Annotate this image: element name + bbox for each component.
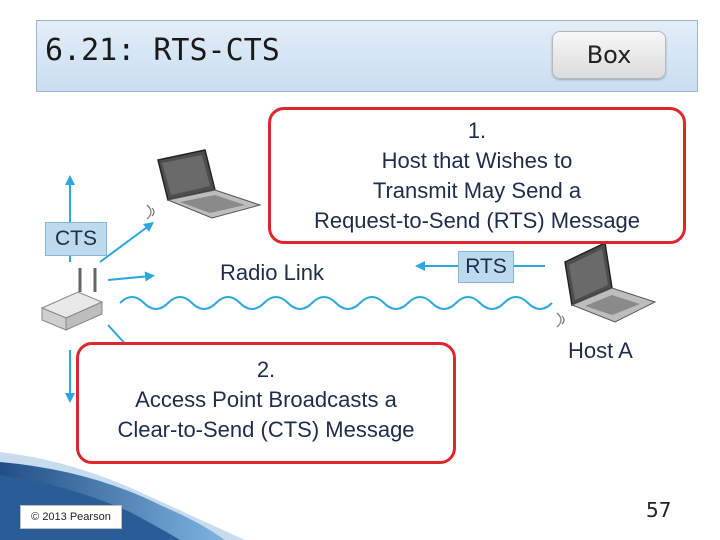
callout-rts-line: 1. [467, 118, 487, 143]
rts-tag: RTS [458, 251, 514, 283]
callout-cts-line: 2. [256, 357, 276, 382]
box-button[interactable]: Box [552, 31, 666, 79]
radio-wave [119, 296, 553, 310]
callout-rts-line: Host that Wishes to [381, 148, 573, 173]
page-title: 6.21: RTS-CTS [45, 33, 280, 68]
callout-cts: 2. Access Point Broadcasts a Clear-to-Se… [76, 342, 456, 464]
arrow-to-laptop [99, 222, 155, 263]
title-bar: 6.21: RTS-CTS Box [36, 20, 698, 92]
callout-rts-line: Request-to-Send (RTS) Message [313, 208, 641, 233]
callout-cts-line: Clear-to-Send (CTS) Message [117, 417, 415, 442]
radio-link-label: Radio Link [220, 260, 324, 285]
host-a-label: Host A [568, 338, 633, 363]
page-number: 57 [646, 498, 672, 522]
callout-rts: 1. Host that Wishes to Transmit May Send… [268, 107, 686, 244]
callout-rts-line: Transmit May Send a [372, 178, 582, 203]
access-point-icon [40, 268, 104, 331]
copyright-notice: © 2013 Pearson [20, 505, 122, 529]
callout-cts-line: Access Point Broadcasts a [135, 387, 397, 412]
laptop-icon [146, 149, 262, 220]
arrow-right [107, 271, 155, 282]
host-a-laptop-icon [556, 241, 657, 328]
cts-tag: CTS [45, 222, 107, 256]
